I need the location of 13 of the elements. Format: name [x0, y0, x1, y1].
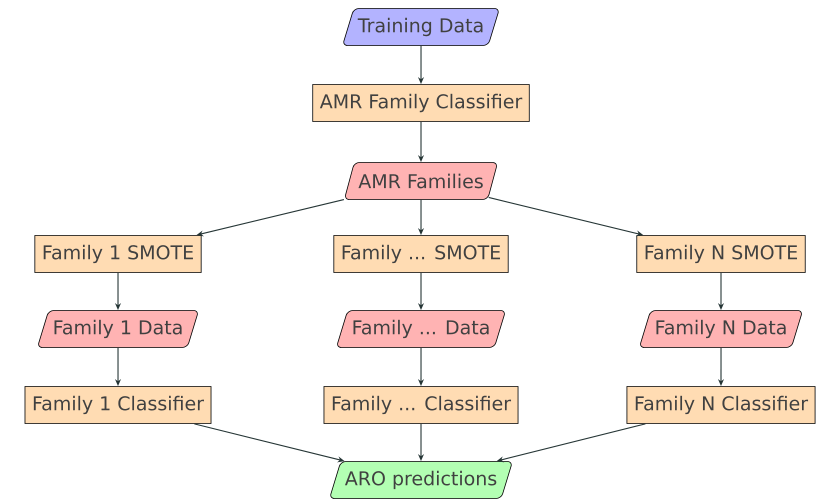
process-box: Family 1 SMOTE — [34, 235, 202, 273]
process-box: Family ... SMOTE — [333, 235, 509, 273]
process-box: Family N SMOTE — [636, 235, 806, 273]
data-parallelogram: Family N Data — [640, 310, 802, 348]
process-box: Family ... Classifier — [324, 386, 518, 424]
data-parallelogram: Training Data — [343, 8, 499, 46]
data-parallelogram: AMR Families — [345, 162, 497, 200]
data-parallelogram: ARO predictions — [330, 461, 512, 499]
process-box: AMR Family Classifier — [312, 84, 530, 122]
data-parallelogram: Family ... Data — [337, 310, 505, 348]
data-parallelogram: Family 1 Data — [38, 310, 198, 348]
process-box: Family 1 Classifier — [24, 386, 212, 424]
process-box: Family N Classifier — [626, 386, 816, 424]
